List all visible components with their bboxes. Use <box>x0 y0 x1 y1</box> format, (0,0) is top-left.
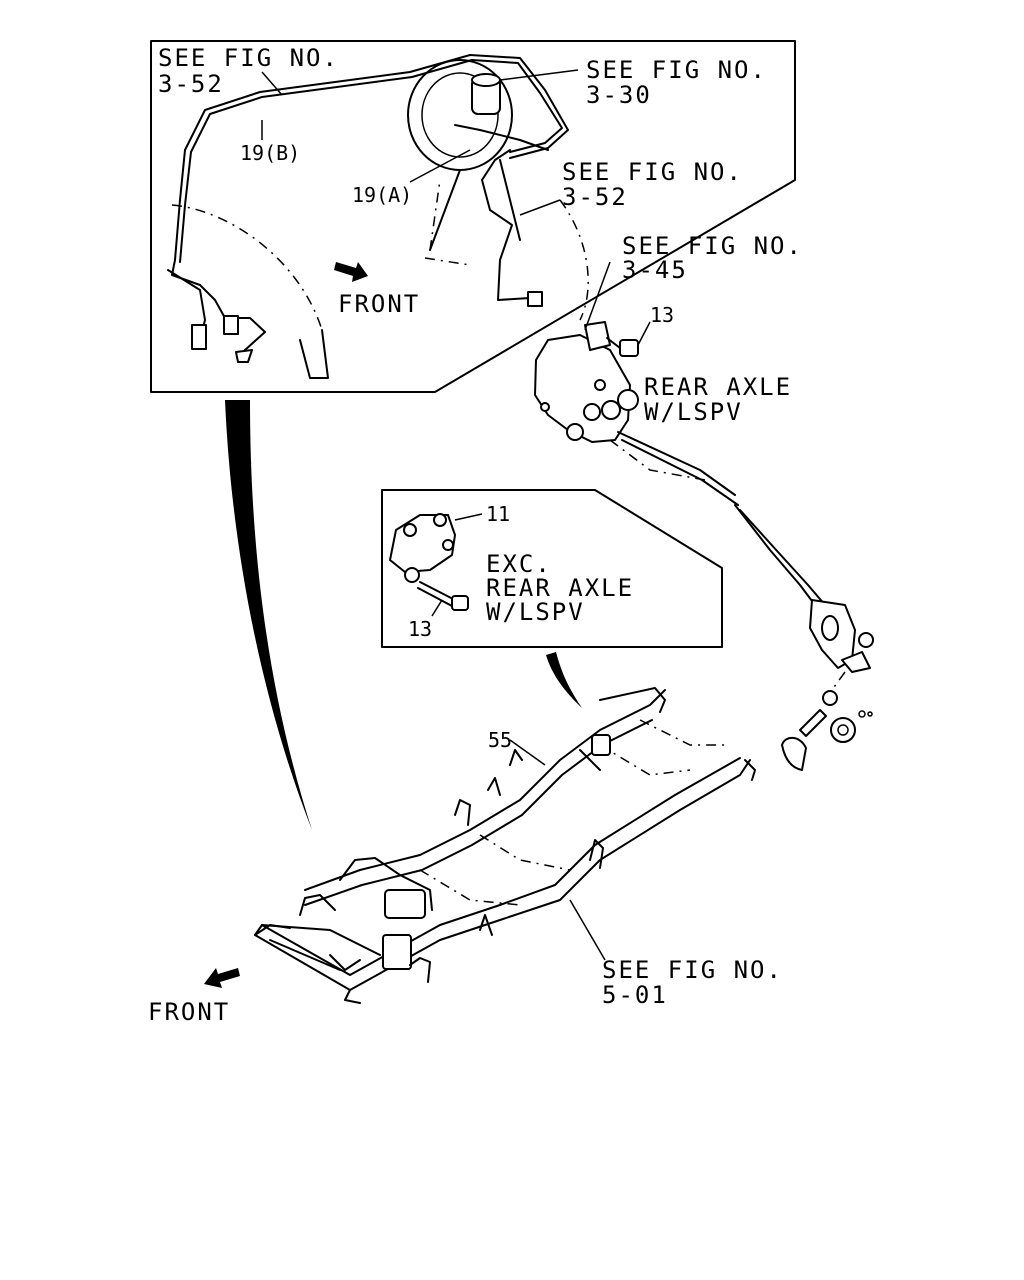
pointer-to-frame <box>225 400 312 830</box>
see-fig-5-01-line1: SEE FIG NO. <box>602 956 783 984</box>
callout-19a: 19(A) <box>352 183 412 207</box>
bracket-left-b <box>223 315 239 335</box>
proportioning-valve-11 <box>389 513 483 583</box>
front-arrow-inset-icon <box>334 262 368 282</box>
front-label-inset: FRONT <box>338 290 420 318</box>
front-label-frame: FRONT <box>148 998 230 1026</box>
see-fig-3-30-line1: SEE FIG NO. <box>586 56 767 84</box>
callout-13-top: 13 <box>650 303 674 327</box>
see-fig-3-52-mid-line1: SEE FIG NO. <box>562 158 743 186</box>
bracket-right <box>527 291 543 307</box>
rear-axle-lspv-line1: REAR AXLE <box>644 373 792 401</box>
brake-lines-top <box>167 54 569 351</box>
mid-inset-frame <box>381 489 723 648</box>
bracket-left-a <box>191 324 207 350</box>
see-fig-3-45-line2: 3-45 <box>622 256 688 284</box>
top-inset-frame <box>150 40 796 393</box>
bolt-13-top <box>606 321 651 357</box>
see-fig-5-01-line2: 5-01 <box>602 981 668 1009</box>
exc-label-line1: EXC. <box>486 550 552 578</box>
wheel-arch-left <box>171 204 329 379</box>
pointer-to-frame-mid <box>546 652 582 708</box>
see-fig-3-52-top-line1: SEE FIG NO. <box>158 44 339 72</box>
chassis-frame <box>254 687 756 1004</box>
see-fig-3-52-top-line2: 3-52 <box>158 70 224 98</box>
see-fig-3-45-line1: SEE FIG NO. <box>622 232 803 260</box>
callout-13-inset: 13 <box>408 617 432 641</box>
bolt-13-inset <box>417 581 469 617</box>
brake-booster <box>407 59 521 266</box>
callout-55: 55 <box>488 728 512 752</box>
lspv-linkage <box>734 504 874 771</box>
rear-axle-lspv-line2: W/LSPV <box>644 398 743 426</box>
callout-19b: 19(B) <box>240 141 300 165</box>
exc-label-line2: REAR AXLE <box>486 574 634 602</box>
see-fig-3-52-mid-line2: 3-52 <box>562 183 628 211</box>
front-arrow-frame-icon <box>204 968 240 988</box>
lspv-valve <box>534 321 739 506</box>
callout-11: 11 <box>486 502 510 526</box>
see-fig-3-30-line2: 3-30 <box>586 81 652 109</box>
exc-label-line3: W/LSPV <box>486 598 585 626</box>
